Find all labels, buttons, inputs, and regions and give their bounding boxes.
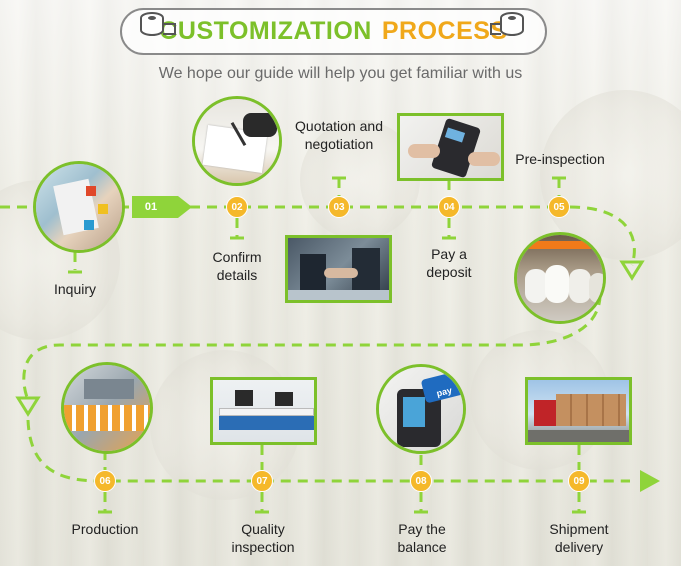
step-09-label: Shipment delivery — [549, 521, 609, 555]
quality-inspection-photo — [210, 377, 317, 445]
title-banner: CUSTOMIZATION PROCESS — [120, 8, 547, 55]
step-08-label: Pay the balance — [397, 521, 447, 555]
deposit-photo — [397, 113, 504, 181]
step-04-badge: 04 — [438, 196, 460, 218]
title-customization: CUSTOMIZATION — [159, 17, 372, 45]
step-06-label: Production — [71, 521, 139, 537]
step-05-badge: 05 — [548, 196, 570, 218]
negotiation-photo — [285, 235, 392, 303]
paper-reel-icon — [140, 12, 176, 36]
paper-reel-icon-right — [490, 12, 524, 36]
step-01-badge: 01 — [144, 201, 158, 213]
shipment-photo — [525, 377, 632, 445]
step-03-badge: 03 — [328, 196, 350, 218]
step-03-label: Quotation and negotiation — [295, 118, 383, 152]
step-07-badge: 07 — [251, 470, 273, 492]
subtitle: We hope our guide will help you get fami… — [158, 65, 523, 82]
step-07-label: Quality inspection — [231, 521, 295, 555]
pay-card-text: pay — [420, 370, 463, 404]
pay-balance-photo: pay — [376, 364, 466, 454]
inquiry-photo — [33, 161, 125, 253]
step-06-badge: 06 — [94, 470, 116, 492]
step-01-label: Inquiry — [53, 281, 97, 297]
step-02-label: Confirm details — [212, 249, 262, 283]
step-02-badge: 02 — [226, 196, 248, 218]
production-photo — [61, 362, 153, 454]
pre-inspection-photo — [514, 232, 606, 324]
step-08-badge: 08 — [410, 470, 432, 492]
step-05-label: Pre-inspection — [515, 151, 605, 167]
confirm-details-photo — [192, 96, 282, 186]
step-04-label: Pay a deposit — [426, 246, 472, 280]
title-process: PROCESS — [381, 17, 508, 45]
step-09-badge: 09 — [568, 470, 590, 492]
